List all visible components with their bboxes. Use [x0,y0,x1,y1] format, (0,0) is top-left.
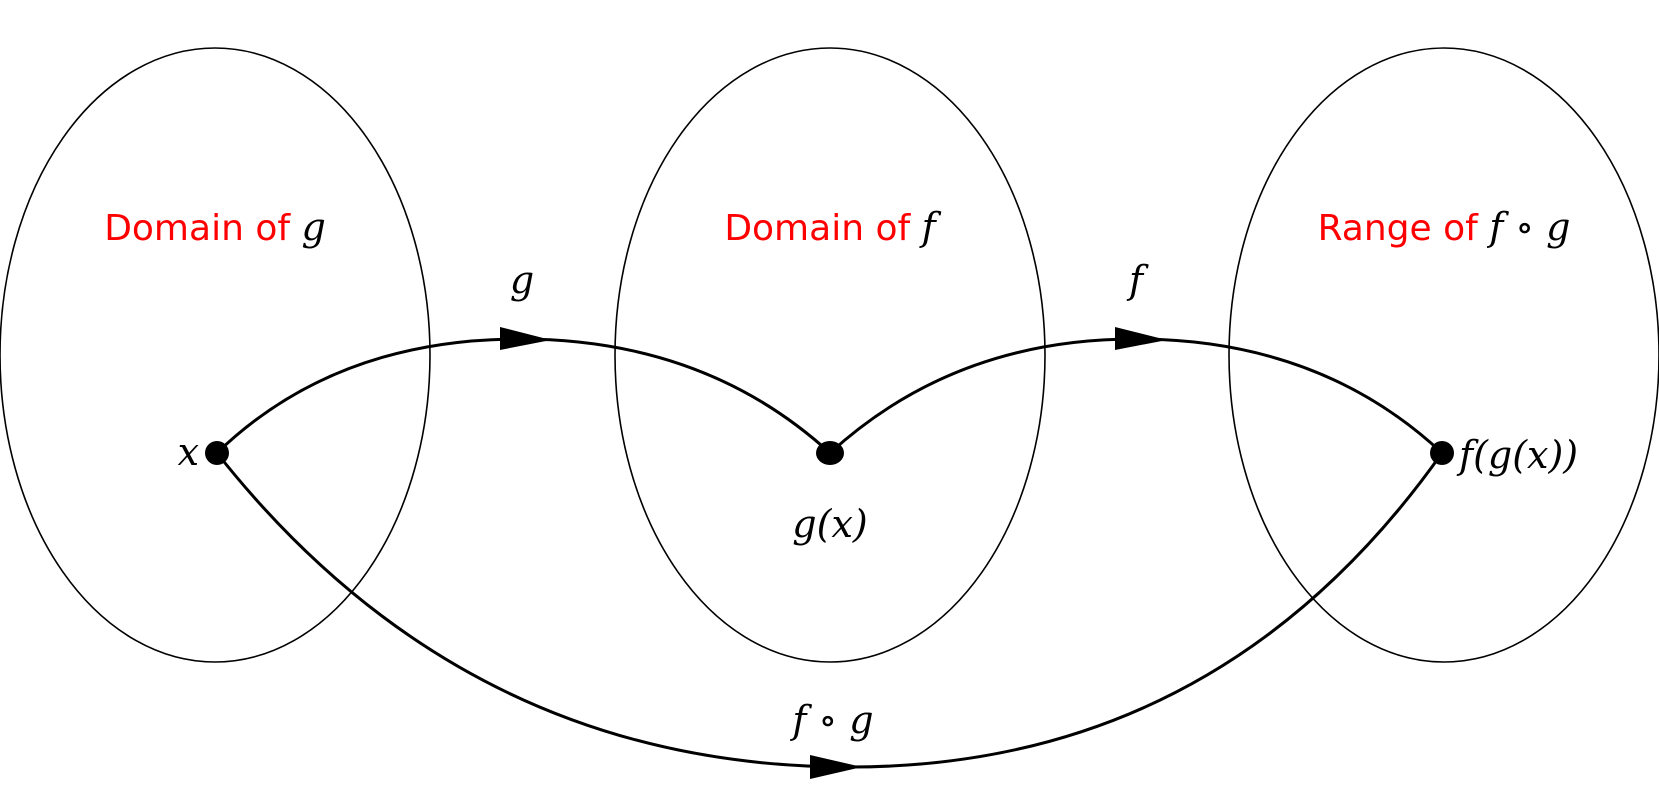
point-fgx-label: f(g(x)) [1456,433,1578,477]
point-x [205,441,229,465]
domain-of-f-label: Domain of f [724,205,941,249]
domain-of-f-label-text: Domain of [724,208,921,249]
f-map-label: f [1126,258,1149,302]
range-of-fog-label-symbol: f ∘ g [1486,205,1570,249]
domain-of-g-label-symbol: g [301,205,325,249]
fog-map-label: f ∘ g [789,698,873,742]
g-map-label: g [510,258,534,302]
range-of-fog-label: Range of f ∘ g [1318,205,1571,249]
domain-of-g-set [0,47,431,663]
range-of-fog-set [1228,47,1659,663]
f-arrowhead [1115,327,1167,350]
g-arrowhead [500,327,551,350]
fog-arrowhead [810,755,862,779]
point-gx-label: g(x) [792,502,867,546]
point-gx [816,441,844,465]
domain-of-g-label-text: Domain of [104,208,301,249]
g-arrow [215,337,832,455]
domain-of-f-label-symbol: f [919,205,942,249]
domain-of-g-label: Domain of g [104,205,326,249]
f-arrow [828,337,1444,455]
domain-of-f-set [614,47,1046,663]
point-fgx [1430,441,1454,465]
point-x-label: x [178,430,199,474]
range-of-fog-label-text: Range of [1318,208,1490,249]
